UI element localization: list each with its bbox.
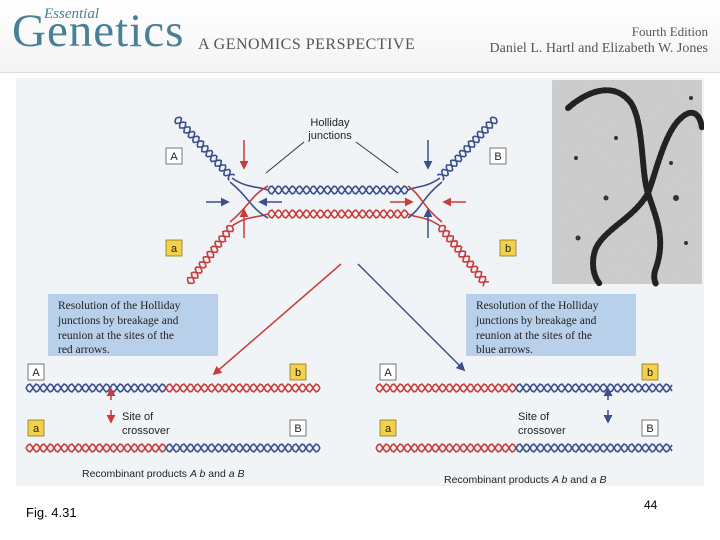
label-b-top: b <box>505 243 511 255</box>
page-number: 44 <box>644 498 658 512</box>
label-box-A <box>165 147 183 165</box>
label-box-b <box>499 239 517 257</box>
label-A-left: A <box>32 367 40 379</box>
right-top-blue-strand-2 <box>515 383 673 393</box>
label-box-b-right <box>641 363 659 381</box>
label-B-left: B <box>294 423 301 435</box>
left-bottom-red-strand-2 <box>25 443 167 453</box>
label-B-top: B <box>494 151 501 163</box>
holliday-label-line1: Holliday <box>310 117 350 129</box>
label-A-top: A <box>170 151 178 163</box>
site-label-right-line2: crossover <box>518 425 566 437</box>
arm-top-right-strand-1 <box>436 116 497 177</box>
callout-blue-line4: blue arrows. <box>476 344 533 356</box>
left-bottom-blue-strand-2 <box>165 443 321 453</box>
holliday-figure: Holliday junctions A B a b <box>16 78 705 486</box>
holliday-diagram: Holliday junctions A B a b <box>25 80 705 486</box>
right-bottom-blue-strand-2 <box>515 443 673 453</box>
arm-top-left-strand-1 <box>174 117 232 181</box>
arm-bottom-left-strand-1 <box>186 224 233 285</box>
authors-label: Daniel L. Hartl and Elizabeth W. Jones <box>489 41 709 56</box>
label-box-A-left <box>27 363 45 381</box>
blue-resolution-arrow <box>357 263 466 372</box>
recombinant-label-left: Recombinant products A b and a B <box>82 468 245 480</box>
junction-left-blue <box>231 177 269 191</box>
label-B-right: B <box>646 423 653 435</box>
callout-blue-resolution <box>466 294 636 356</box>
arm-bottom-left-strand-2 <box>187 225 235 285</box>
callout-red-line4: red arrows. <box>58 344 110 356</box>
middle-red-duplex-strand-2 <box>267 209 409 219</box>
callout-red-line1: Resolution of the Holliday <box>58 300 181 312</box>
holliday-label-line2: junctions <box>307 130 352 142</box>
logo-genetics: Genetics <box>12 5 185 57</box>
junction-left-cross-1 <box>229 181 269 219</box>
label-box-a-right <box>379 419 397 437</box>
right-bottom-red-strand-2 <box>375 443 517 453</box>
electron-micrograph <box>552 80 705 287</box>
arm-bottom-right-strand-1 <box>437 225 489 284</box>
red-resolution-arrow <box>212 263 342 376</box>
label-box-a <box>165 239 183 257</box>
middle-blue-duplex-strand-2 <box>267 185 409 195</box>
left-top-red-strand-2 <box>165 383 321 393</box>
label-b-right: b <box>647 367 653 379</box>
label-box-b-left <box>289 363 307 381</box>
holliday-junction-strands <box>174 116 498 287</box>
callout-blue-line2: junctions by breakage and <box>475 315 597 327</box>
label-a-top: a <box>171 243 178 255</box>
right-top-blue-strand-1 <box>515 383 673 393</box>
label-b-left: b <box>295 367 301 379</box>
label-a-left: a <box>33 423 40 435</box>
callout-blue-line3: reunion at the sites of the <box>476 330 592 342</box>
recombinant-strands <box>25 383 673 453</box>
callout-blue-line1: Resolution of the Holliday <box>476 300 599 312</box>
junction-right-red <box>407 213 441 227</box>
arm-bottom-right-strand-2 <box>439 224 487 287</box>
arm-top-left-strand-2 <box>175 116 236 177</box>
junction-right-blue <box>407 177 441 191</box>
callout-red-line3: reunion at the sites of the <box>58 330 174 342</box>
site-label-left-line1: Site of <box>122 411 154 423</box>
callout-red-resolution <box>48 294 218 356</box>
junction-left-cross-2 <box>229 185 269 223</box>
label-box-B <box>489 147 507 165</box>
label-box-a-left <box>27 419 45 437</box>
slide-header: Essential Genetics A GENOMICS PERSPECTIV… <box>0 0 720 73</box>
junction-right-cross-2 <box>407 185 443 223</box>
right-bottom-blue-strand-1 <box>515 443 673 453</box>
callout-red-line2: junctions by breakage and <box>57 315 179 327</box>
holliday-pointer-left <box>265 141 305 174</box>
right-top-red-strand-2 <box>375 383 517 393</box>
site-label-left-line2: crossover <box>122 425 170 437</box>
holliday-pointer-right <box>355 141 399 174</box>
logo-essential: Essential <box>44 6 99 22</box>
left-top-blue-strand-2 <box>25 383 167 393</box>
label-A-right: A <box>384 367 392 379</box>
label-box-A-right <box>379 363 397 381</box>
site-label-right-line1: Site of <box>518 411 550 423</box>
edition-label: Fourth Edition <box>631 24 708 39</box>
label-a-right: a <box>385 423 392 435</box>
junction-left-red <box>231 213 269 227</box>
recombinant-label-right: Recombinant products A b and a B <box>444 474 607 486</box>
label-box-B-right <box>641 419 659 437</box>
label-box-B-left <box>289 419 307 437</box>
arm-top-right-strand-2 <box>440 117 498 181</box>
figure-label: Fig. 4.31 <box>26 505 77 520</box>
logo-subtitle: A GENOMICS PERSPECTIVE <box>198 36 416 53</box>
